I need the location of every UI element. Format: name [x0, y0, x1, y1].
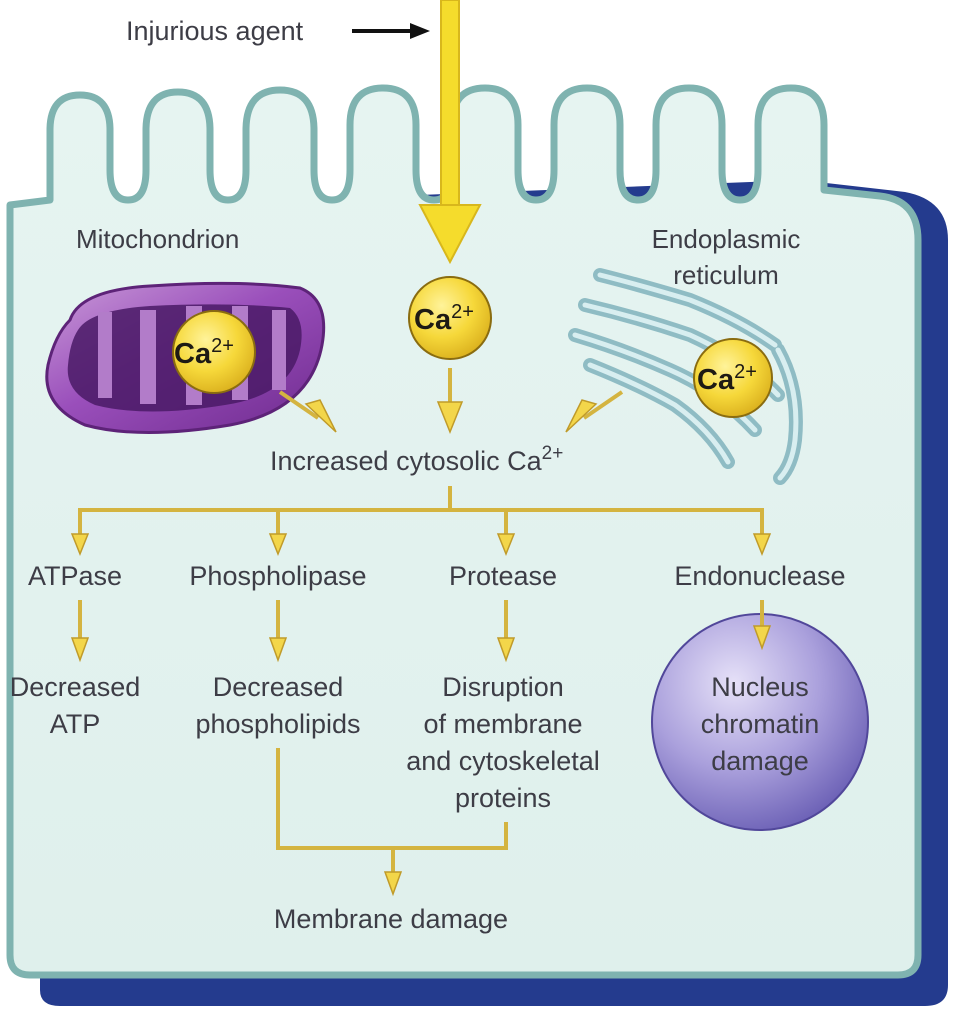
- membrane-damage-label: Membrane damage: [274, 904, 508, 934]
- calcium-ion-mitochondrion: Ca2+: [172, 310, 256, 394]
- arrow-er-to-cytosol: [565, 390, 624, 433]
- effect-disruption-line2: of membrane: [423, 709, 582, 739]
- effect-disruption-line1: Disruption: [442, 672, 564, 702]
- ca-charge: 2+: [734, 361, 757, 383]
- er-label-line1: Endoplasmic: [652, 224, 801, 254]
- injurious-agent-label: Injurious agent: [126, 16, 304, 46]
- svg-text:Ca2+: Ca2+: [174, 335, 234, 370]
- increased-cytosolic-label: Increased cytosolic Ca2+: [270, 443, 563, 476]
- effect-decreased-atp-line1: Decreased: [10, 672, 141, 702]
- svg-text:Ca2+: Ca2+: [414, 301, 474, 336]
- svg-text:Ca2+: Ca2+: [697, 361, 757, 396]
- enzyme-effect-arrows: [70, 600, 516, 663]
- effect-disruption-line3: and cytoskeletal: [406, 746, 600, 776]
- arrow-mito-to-cytosol: [278, 390, 337, 433]
- enzyme-protease: Protease: [449, 561, 557, 591]
- ca-symbol: Ca: [697, 364, 735, 396]
- calcium-ion-er: Ca2+: [693, 338, 773, 418]
- enzyme-phospholipase: Phospholipase: [189, 561, 366, 591]
- effect-decreased-phospholipids-line1: Decreased: [213, 672, 344, 702]
- calcium-ion-cytosol: Ca2+: [408, 276, 492, 360]
- branch-lines: [70, 486, 772, 557]
- effect-decreased-atp-line2: ATP: [50, 709, 101, 739]
- ca-symbol: Ca: [174, 338, 212, 370]
- membrane-damage-connectors: [276, 748, 508, 897]
- effect-disruption-line4: proteins: [455, 783, 551, 813]
- ca-charge: 2+: [451, 301, 474, 323]
- injury-arrow-head: [418, 204, 482, 265]
- arrow-cytosol-down: [436, 368, 464, 435]
- injury-arrow-shaft: [440, 0, 460, 211]
- effect-decreased-phospholipids-line2: phospholipids: [195, 709, 360, 739]
- mitochondrion-label: Mitochondrion: [76, 224, 239, 254]
- nucleus-label-line3: damage: [711, 746, 809, 776]
- nucleus-label-line1: Nucleus: [711, 672, 809, 702]
- enzyme-atpase: ATPase: [28, 561, 122, 591]
- nucleus-label-line2: chromatin: [701, 709, 820, 739]
- enzyme-endonuclease: Endonuclease: [674, 561, 845, 591]
- ca-charge: 2+: [211, 335, 234, 357]
- ca-symbol: Ca: [414, 304, 452, 336]
- er-label-line2: reticulum: [673, 260, 778, 290]
- arrow-endonuclease-to-nucleus: [752, 600, 772, 651]
- injurious-agent-pointer-head: [410, 23, 430, 39]
